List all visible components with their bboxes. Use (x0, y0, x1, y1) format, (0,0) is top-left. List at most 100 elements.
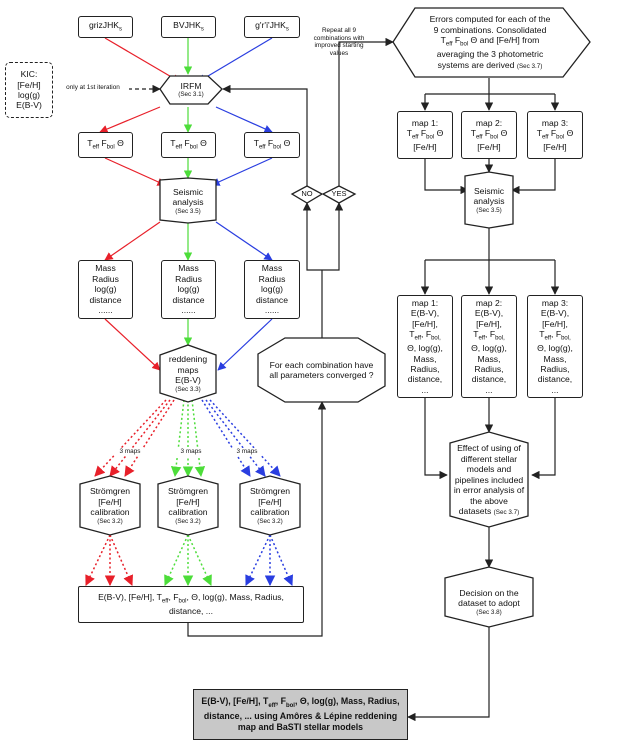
decision-l2: dataset to adopt (458, 598, 520, 609)
teff-t: T (470, 127, 476, 138)
teff-sub: eff (411, 134, 419, 141)
seismic-l1: Seismic (172, 186, 204, 197)
teff-sub: eff (258, 144, 266, 151)
theta: Θ (436, 127, 444, 138)
stromgren-l2: [Fe/H] (258, 496, 282, 507)
teff-t: T (536, 127, 542, 138)
stromgren-l2: [Fe/H] (98, 496, 122, 507)
map-bottom-2: map 2: E(B-V), [Fe/H], Teff, Fbol, Θ, lo… (461, 295, 517, 398)
mb-l3b: eff (544, 335, 552, 342)
stromgren-l2: [Fe/H] (176, 496, 200, 507)
mb-l6: Radius, (474, 364, 504, 374)
mass-l4: distance (89, 294, 122, 305)
stromgren-ref: (Sec 3.2) (175, 517, 201, 525)
mass-l5: ...... (98, 305, 113, 316)
shapes (79, 7, 591, 628)
mb-l3d: bol, (495, 335, 505, 342)
stromgren-l1: Strömgren (249, 486, 291, 497)
mb-l4: Θ, log(g), (407, 343, 443, 354)
input-label-gri: g'r'i'JHK (255, 19, 286, 30)
teff-sub: eff (92, 144, 100, 151)
effect-hexagon (449, 431, 529, 528)
converge-hexagon (257, 337, 386, 403)
mb-l6: Radius, (540, 364, 570, 374)
mass-l1: Mass (95, 263, 116, 274)
teff-sub: eff (541, 134, 549, 141)
mb-l3d: bol, (431, 335, 441, 342)
mass-l1: Mass (261, 263, 283, 274)
errors-l3d: bol (460, 42, 469, 49)
final-l1d: bol (285, 703, 295, 710)
final-l3: map and BaSTI stellar models (237, 721, 364, 732)
errors-l1: Errors computed for each of the (429, 14, 551, 25)
errors-hexagon (392, 7, 591, 78)
seismic-hexagon-right (464, 171, 514, 229)
teff-f: F (484, 127, 491, 138)
fbol-sub: bol (273, 144, 282, 151)
mass-l2: Radius (92, 273, 119, 284)
mass-l2: Radius (258, 273, 286, 284)
input-sub-griz: s (119, 26, 123, 33)
teff-box-mid: Teff Fbol Θ (161, 132, 216, 158)
input-label-bvjhk: BVJHK (173, 19, 201, 30)
stromgren-l3: calibration (168, 507, 208, 518)
errors-l4: averaging the 3 photometric (436, 49, 544, 60)
dotted-map-arrows (85, 399, 293, 587)
effect-l1: Effect of using of (457, 443, 521, 454)
map-bottom-title: map 3: (541, 297, 569, 308)
input-box-gri: g'r'i'JHKs (244, 16, 300, 38)
seismic-l2: analysis (473, 196, 505, 207)
mass-l3: log(g) (261, 284, 283, 295)
effect-l4: pipelines included (454, 474, 524, 485)
teff-sub: eff (475, 134, 483, 141)
mb-l8: ... (551, 384, 559, 395)
teff-t: T (87, 137, 93, 148)
mass-l1: Mass (178, 263, 199, 274)
blue-flow-arrows (197, 37, 273, 371)
stromgren-ref: (Sec 3.2) (97, 517, 123, 525)
fbol-sub: bol (189, 144, 198, 151)
theta: Θ (566, 127, 574, 138)
collect-l1a: E(B-V), [Fe/H], T (98, 592, 162, 603)
map-top-3: map 3: Teff Fbol Θ [Fe/H] (527, 111, 583, 159)
input-box-bvjhk: BVJHKs (161, 16, 216, 38)
input-label-griz: grizJHK (88, 19, 120, 30)
teff-f: F (420, 127, 427, 138)
stromgren-l1: Strömgren (89, 486, 131, 497)
stromgren-l3: calibration (90, 507, 130, 518)
mb-l1: E(B-V), (474, 308, 504, 319)
map-top-1: map 1: Teff Fbol Θ [Fe/H] (397, 111, 453, 159)
teff-f: F (101, 137, 107, 148)
effect-l3: models and (466, 464, 512, 475)
effect-l7: datasets (458, 506, 492, 517)
errors-l3a: T (440, 35, 446, 46)
teff-box-right: Teff Fbol Θ (244, 132, 300, 158)
effect-l6: the above (470, 495, 508, 506)
mb-l8: ... (421, 384, 429, 395)
stromgren-ref: (Sec 3.2) (257, 517, 283, 525)
map-top-title: map 1: (411, 117, 439, 128)
errors-ref: (Sec 3.7) (516, 62, 543, 70)
mass-l4: distance (255, 294, 288, 305)
collect-l1e: , Θ, log(g), Mass, Radius, (186, 592, 284, 603)
stromgren-label-blue: Strömgren[Fe/H]calibration(Sec 3.2) (240, 484, 300, 528)
reddening-hexagon (159, 344, 217, 403)
map-top-2: map 2: Teff Fbol Θ [Fe/H] (461, 111, 517, 159)
mb-l2: [Fe/H], (476, 318, 502, 329)
mb-l5: Mass, (477, 353, 501, 364)
effect-ref: (Sec 3.7) (493, 509, 520, 517)
fbol-sub: bol (426, 134, 435, 141)
theta: Θ (500, 127, 508, 138)
mb-l3d: bol, (561, 335, 571, 342)
theta: Θ (117, 137, 124, 148)
theta: Θ (283, 137, 291, 148)
decision-l1: Decision on the (459, 587, 519, 598)
mb-l5: Mass, (413, 353, 437, 364)
final-l1e: , Θ, log(g), Mass, Radius, (294, 696, 400, 707)
collect-l1b: eff (161, 598, 169, 605)
mb-l1: E(B-V), (540, 308, 570, 319)
reddening-l2: maps (177, 364, 199, 375)
